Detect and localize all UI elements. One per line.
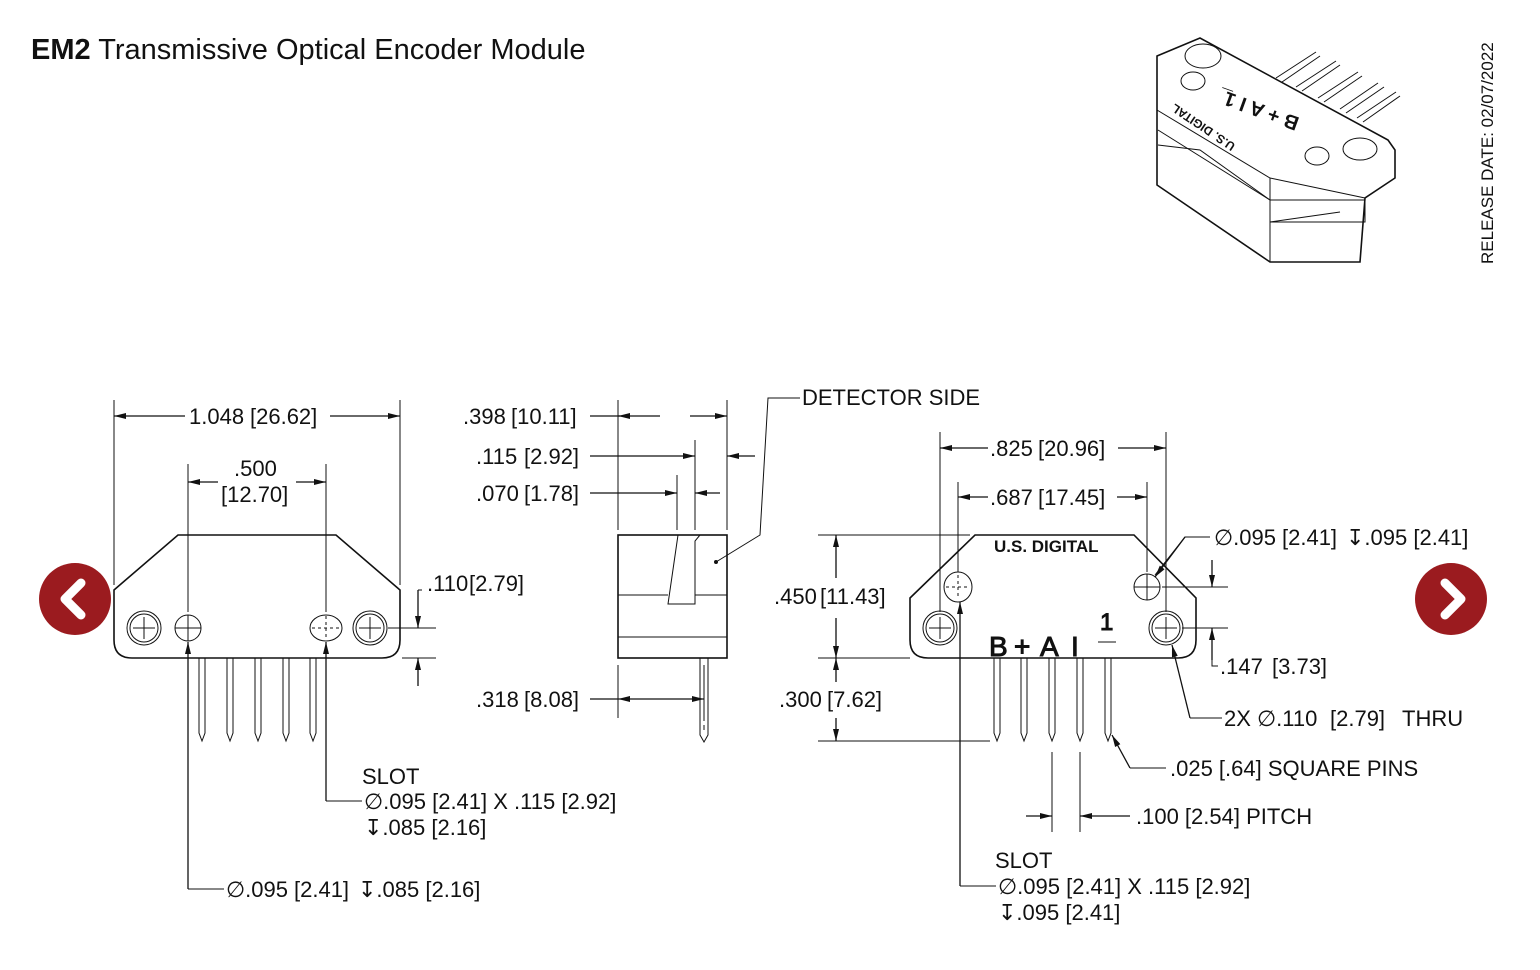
square-pins-callout: .025 [.64] SQUARE PINS bbox=[1170, 756, 1418, 781]
dim-slot-width: .115 bbox=[476, 444, 517, 469]
front-hole-callout-depth: ↧.085 [2.16] bbox=[358, 877, 480, 902]
dim-overall-depth: .398 bbox=[463, 404, 506, 429]
front-slot-line2: ↧.085 [2.16] bbox=[364, 815, 486, 840]
dim-height-mm: [11.43] bbox=[820, 584, 886, 609]
chevron-left-icon bbox=[60, 578, 86, 620]
dim-mount-spacing-mm: [20.96] bbox=[1038, 436, 1105, 461]
model-name: EM2 bbox=[31, 34, 91, 66]
dim-pin-length: .300 bbox=[779, 687, 822, 712]
dim-wall: .070 bbox=[476, 481, 519, 506]
rear-slot-line2: ↧.095 [2.41] bbox=[998, 900, 1120, 925]
rear-thru-callout-suffix: THRU bbox=[1402, 706, 1463, 731]
dim-slot-width-mm: [2.92] bbox=[524, 444, 579, 469]
rear-slot-title: SLOT bbox=[995, 848, 1052, 873]
rear-brand-label: U.S. DIGITAL bbox=[994, 537, 1099, 556]
chevron-right-icon bbox=[1440, 578, 1466, 620]
dim-mount-offset-mm: [3.73] bbox=[1272, 654, 1327, 679]
dim-pin-offset: .318 bbox=[476, 687, 519, 712]
pin-letter-1: 1 bbox=[1100, 609, 1113, 636]
dim-locator-spacing: .687 bbox=[990, 485, 1033, 510]
rear-hole-callout-mm: [2.41] bbox=[1282, 525, 1337, 550]
dim-mount-offset: .147 bbox=[1220, 654, 1263, 679]
rear-hole-callout: ∅.095 bbox=[1214, 525, 1276, 550]
dim-locator-spacing-mm: [17.45] bbox=[1038, 485, 1105, 510]
dim-pin-offset-mm: [8.08] bbox=[524, 687, 579, 712]
front-pins bbox=[198, 658, 317, 743]
pin-letter-a: A bbox=[1040, 631, 1059, 662]
dim-hole-offset-mm: [2.79] bbox=[469, 571, 524, 596]
isometric-view: U.S. DIGITAL B + A I 1̲ bbox=[1156, 37, 1401, 263]
dim-hole-spacing: .500 bbox=[234, 456, 277, 481]
rear-slot-line1: ∅.095 [2.41] X .115 [2.92] bbox=[998, 874, 1250, 899]
pin-letter-plus: + bbox=[1014, 631, 1030, 662]
front-slot-line1: ∅.095 [2.41] X .115 [2.92] bbox=[364, 789, 616, 814]
dim-overall-width-mm: [26.62] bbox=[250, 404, 317, 429]
dim-hole-spacing-mm: [12.70] bbox=[221, 482, 288, 507]
detector-side-label: DETECTOR SIDE bbox=[802, 385, 980, 410]
side-view: .398 [10.11] .115 [2.92] .070 [1.78] .31… bbox=[463, 385, 980, 744]
dim-mount-spacing: .825 bbox=[990, 436, 1033, 461]
previous-button[interactable] bbox=[39, 563, 111, 635]
front-view: 1.048 [26.62] .500 [12.70] .110 [2.79] S… bbox=[113, 400, 616, 902]
front-hole-callout: ∅.095 bbox=[226, 877, 288, 902]
dim-overall-width: 1.048 bbox=[189, 404, 244, 429]
dim-wall-mm: [1.78] bbox=[524, 481, 579, 506]
rear-thru-callout-mm: [2.79] bbox=[1330, 706, 1385, 731]
front-slot-title: SLOT bbox=[362, 764, 419, 789]
dim-height: .450 bbox=[774, 584, 817, 609]
page-title: EM2 Transmissive Optical Encoder Module bbox=[31, 34, 585, 67]
dim-hole-offset: .110 bbox=[427, 571, 468, 596]
pin-letter-b: B bbox=[989, 631, 1008, 662]
dim-pin-length-mm: [7.62] bbox=[827, 687, 882, 712]
rear-view: U.S. DIGITAL B + A I 1 .825 [20.96] bbox=[774, 432, 1468, 925]
rear-pins bbox=[993, 658, 1112, 743]
rear-thru-callout: 2X ∅.110 bbox=[1224, 706, 1317, 731]
rear-hole-callout-depth: ↧.095 [2.41] bbox=[1346, 525, 1468, 550]
next-button[interactable] bbox=[1415, 563, 1487, 635]
pitch-callout: .100 [2.54] PITCH bbox=[1136, 804, 1312, 829]
pin-letter-i: I bbox=[1071, 631, 1079, 662]
iso-pins bbox=[1275, 51, 1401, 123]
front-hole-callout-mm: [2.41] bbox=[294, 877, 349, 902]
title-text: Transmissive Optical Encoder Module bbox=[98, 34, 586, 66]
dim-overall-depth-mm: [10.11] bbox=[511, 404, 577, 429]
